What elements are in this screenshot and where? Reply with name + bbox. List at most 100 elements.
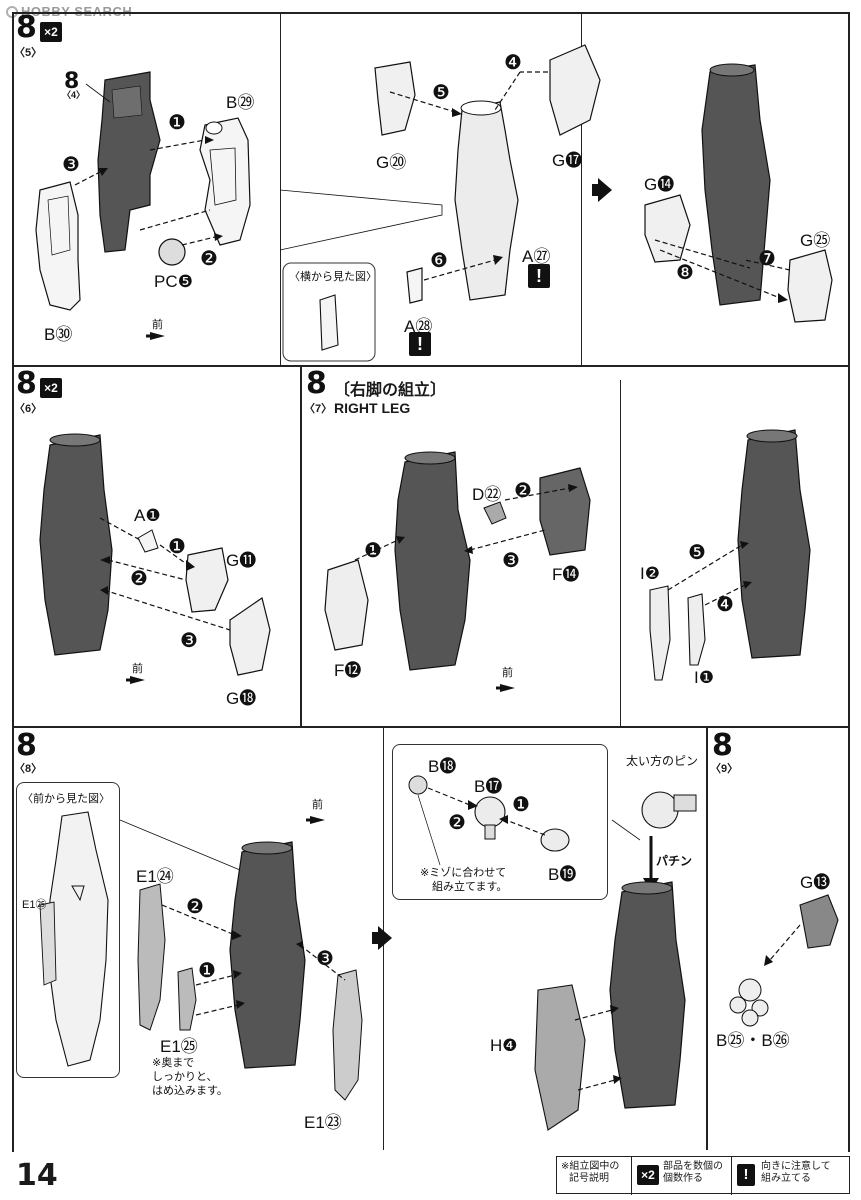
frame-left <box>12 12 14 1152</box>
step-marker-4: ❹ <box>716 594 734 616</box>
step-marker-2: ❷ <box>514 480 532 502</box>
insert-note: ※奥まで しっかりと、 はめ込みます。 <box>152 1056 228 1098</box>
page-number: 14 <box>16 1158 58 1193</box>
symbol-legend: ※組立図中の 記号説明 ×2 部品を数個の 個数作る ! 向きに注意して 組み立… <box>556 1156 850 1195</box>
row-divider-2 <box>12 726 850 728</box>
part-label-f12: F⓬ <box>334 661 362 680</box>
step-marker-2: ❷ <box>186 896 204 918</box>
part-label-d22: D㉒ <box>472 485 502 504</box>
step-number: 8 <box>306 366 327 401</box>
orientation-warning-icon: ! <box>528 264 550 288</box>
multiplier-badge: ×2 <box>40 378 62 398</box>
legend-title-line: ※組立図中の <box>561 1161 620 1172</box>
part-label-b19: B⓳ <box>548 865 577 884</box>
part-label-g13: G⓭ <box>800 873 831 892</box>
part-label-b29: B㉙ <box>226 93 255 112</box>
ref-sub-step: 〈4〉 <box>62 90 86 100</box>
part-label-i1: I❶ <box>694 668 714 687</box>
step-marker-1: ❶ <box>512 794 530 816</box>
step-number: 8 <box>16 10 37 45</box>
multiplier-badge: ×2 <box>40 22 62 42</box>
part-label-g20: G⑳ <box>376 153 407 172</box>
thick-pin-note: 太い方のピン <box>626 754 699 768</box>
orientation-warning-icon: ! <box>409 332 431 356</box>
step-marker-1: ❶ <box>168 536 186 558</box>
col-divider-r1b <box>581 12 582 365</box>
step-number: 8 <box>16 366 37 401</box>
part-label-g18: G⓲ <box>226 689 257 708</box>
part-label-g11: G⓫ <box>226 551 257 570</box>
step-marker-2: ❷ <box>448 812 466 834</box>
part-label-a1: A❶ <box>134 506 161 525</box>
snap-sound-label: パチン <box>656 854 693 868</box>
part-label-e1-25: E1㉕ <box>160 1037 198 1056</box>
legend-text-line: 組み立てる <box>761 1173 811 1184</box>
step-marker-3: ❸ <box>180 630 198 652</box>
legend-title-line: 記号説明 <box>569 1173 609 1184</box>
knee-joint-detail-box <box>392 744 608 900</box>
step-marker-5: ❺ <box>432 82 450 104</box>
sub-step: 〈5〉 <box>14 47 43 59</box>
part-label-h4: H❹ <box>490 1036 518 1055</box>
sub-step: 〈8〉 <box>14 763 43 775</box>
step-subtitle: RIGHT LEG <box>334 400 411 416</box>
part-label-a28: A㉘ <box>404 317 433 336</box>
step-number: 8 <box>16 728 37 763</box>
orientation-legend-text: 向きに注意して 組み立てる <box>761 1161 831 1185</box>
note-line: ※奥まで <box>152 1057 195 1069</box>
part-label-b30: B㉚ <box>44 325 73 344</box>
step-marker-5: ❺ <box>688 542 706 564</box>
col-divider-r2b <box>620 380 621 726</box>
part-label-i2: I❷ <box>640 564 660 583</box>
step-marker-7: ❼ <box>758 248 776 270</box>
legend-text-line: 向きに注意して <box>761 1161 831 1172</box>
step-marker-1: ❶ <box>364 540 382 562</box>
part-label-b25-b26: B㉕・B㉖ <box>716 1031 790 1050</box>
part-label-g25: G㉕ <box>800 231 831 250</box>
part-label-g17: G⓱ <box>552 151 583 170</box>
front-indicator: 前 <box>152 319 163 331</box>
part-label-e1-23: E1㉓ <box>304 1113 342 1132</box>
note-line: はめ込みます。 <box>152 1085 228 1097</box>
step-marker-3: ❸ <box>316 948 334 970</box>
part-label-f14: F⓮ <box>552 565 580 584</box>
step-marker-6: ❻ <box>430 250 448 272</box>
orientation-legend-icon: ! <box>737 1164 755 1186</box>
front-indicator: 前 <box>502 667 513 679</box>
part-label-e1-25-front: E1㉕ <box>22 899 47 911</box>
legend-divider <box>631 1157 632 1195</box>
step-marker-4: ❹ <box>504 52 522 74</box>
sub-step: 〈7〉 <box>304 403 333 415</box>
legend-text-line: 個数作る <box>663 1173 703 1184</box>
col-divider-r1a <box>280 12 281 365</box>
step-title: 〔右脚の組立〕 <box>334 382 447 399</box>
part-label-b17: B⓱ <box>474 777 503 796</box>
step-marker-8: ❽ <box>676 262 694 284</box>
frame-top <box>12 12 850 14</box>
note-line: しっかりと、 <box>152 1071 218 1083</box>
sub-step: 〈6〉 <box>14 403 43 415</box>
watermark-text: HOBBY SEARCH <box>21 4 132 19</box>
front-view-caption: 〈前から見た図〉 <box>22 793 110 805</box>
step-marker-3: ❸ <box>62 154 80 176</box>
multiplier-legend-text: 部品を数個の 個数作る <box>663 1161 723 1185</box>
ref-step-number: 8 <box>64 69 80 94</box>
groove-note: ※ミゾに合わせて 組み立てます。 <box>420 866 507 894</box>
col-divider-r2a <box>300 365 302 726</box>
side-view-caption: 〈横から見た図〉 <box>289 271 377 283</box>
front-indicator: 前 <box>312 799 323 811</box>
col-divider-r3b <box>706 726 708 1150</box>
legend-divider <box>731 1157 732 1195</box>
part-label-b18: B⓲ <box>428 757 457 776</box>
step-marker-1: ❶ <box>198 960 216 982</box>
step-marker-3: ❸ <box>502 550 520 572</box>
note-line: ※ミゾに合わせて <box>420 867 507 879</box>
